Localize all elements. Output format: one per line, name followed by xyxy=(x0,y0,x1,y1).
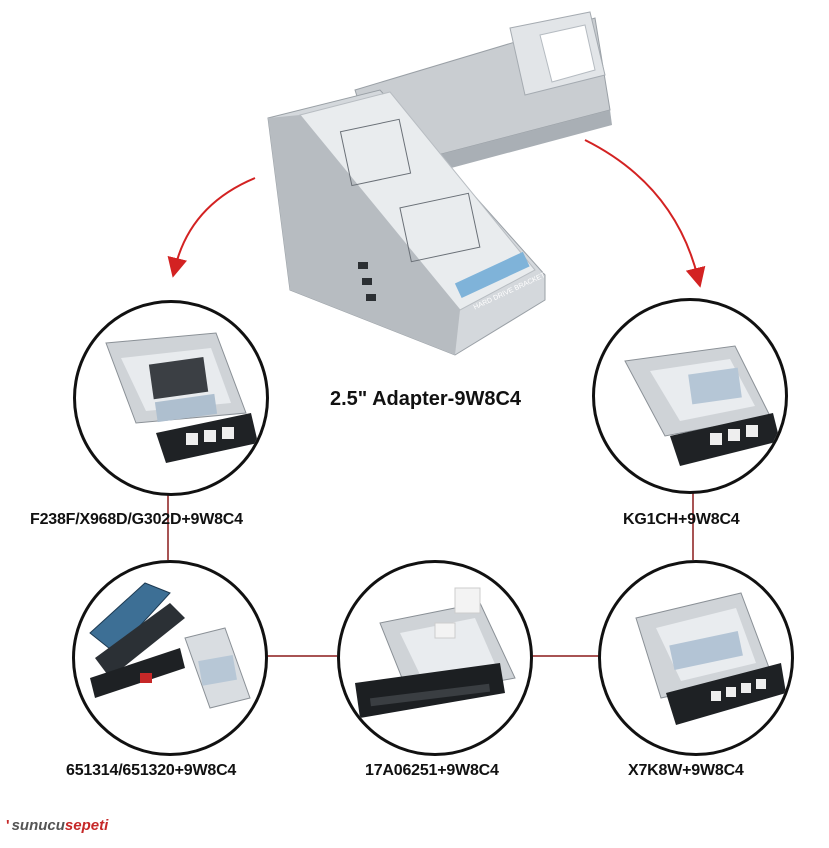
main-adapter-label: 2.5" Adapter-9W8C4 xyxy=(330,388,522,410)
kit-label-17a06251: 17A06251+9W8C4 xyxy=(365,762,499,779)
brand-logo: 'sunucusepeti xyxy=(6,817,108,834)
kit-image-17a06251 xyxy=(337,560,533,756)
kit-label-651314: 651314/651320+9W8C4 xyxy=(66,762,237,779)
brand-mark-icon: ' xyxy=(6,817,10,834)
kit-label-f238f: F238F/X968D/G302D+9W8C4 xyxy=(30,511,243,528)
arrow-right xyxy=(584,139,706,288)
kit-label-kg1ch: KG1CH+9W8C4 xyxy=(623,511,740,528)
arrow-left xyxy=(167,177,256,278)
kit-image-kg1ch xyxy=(592,298,788,494)
brand-text-part1: sunucu xyxy=(11,817,65,834)
brand-text-part2: sepeti xyxy=(64,817,109,834)
kit-label-x7k8w: X7K8W+9W8C4 xyxy=(628,762,744,779)
kit-image-651314 xyxy=(72,560,268,756)
kit-image-x7k8w xyxy=(598,560,794,756)
kit-image-f238f xyxy=(73,300,269,496)
